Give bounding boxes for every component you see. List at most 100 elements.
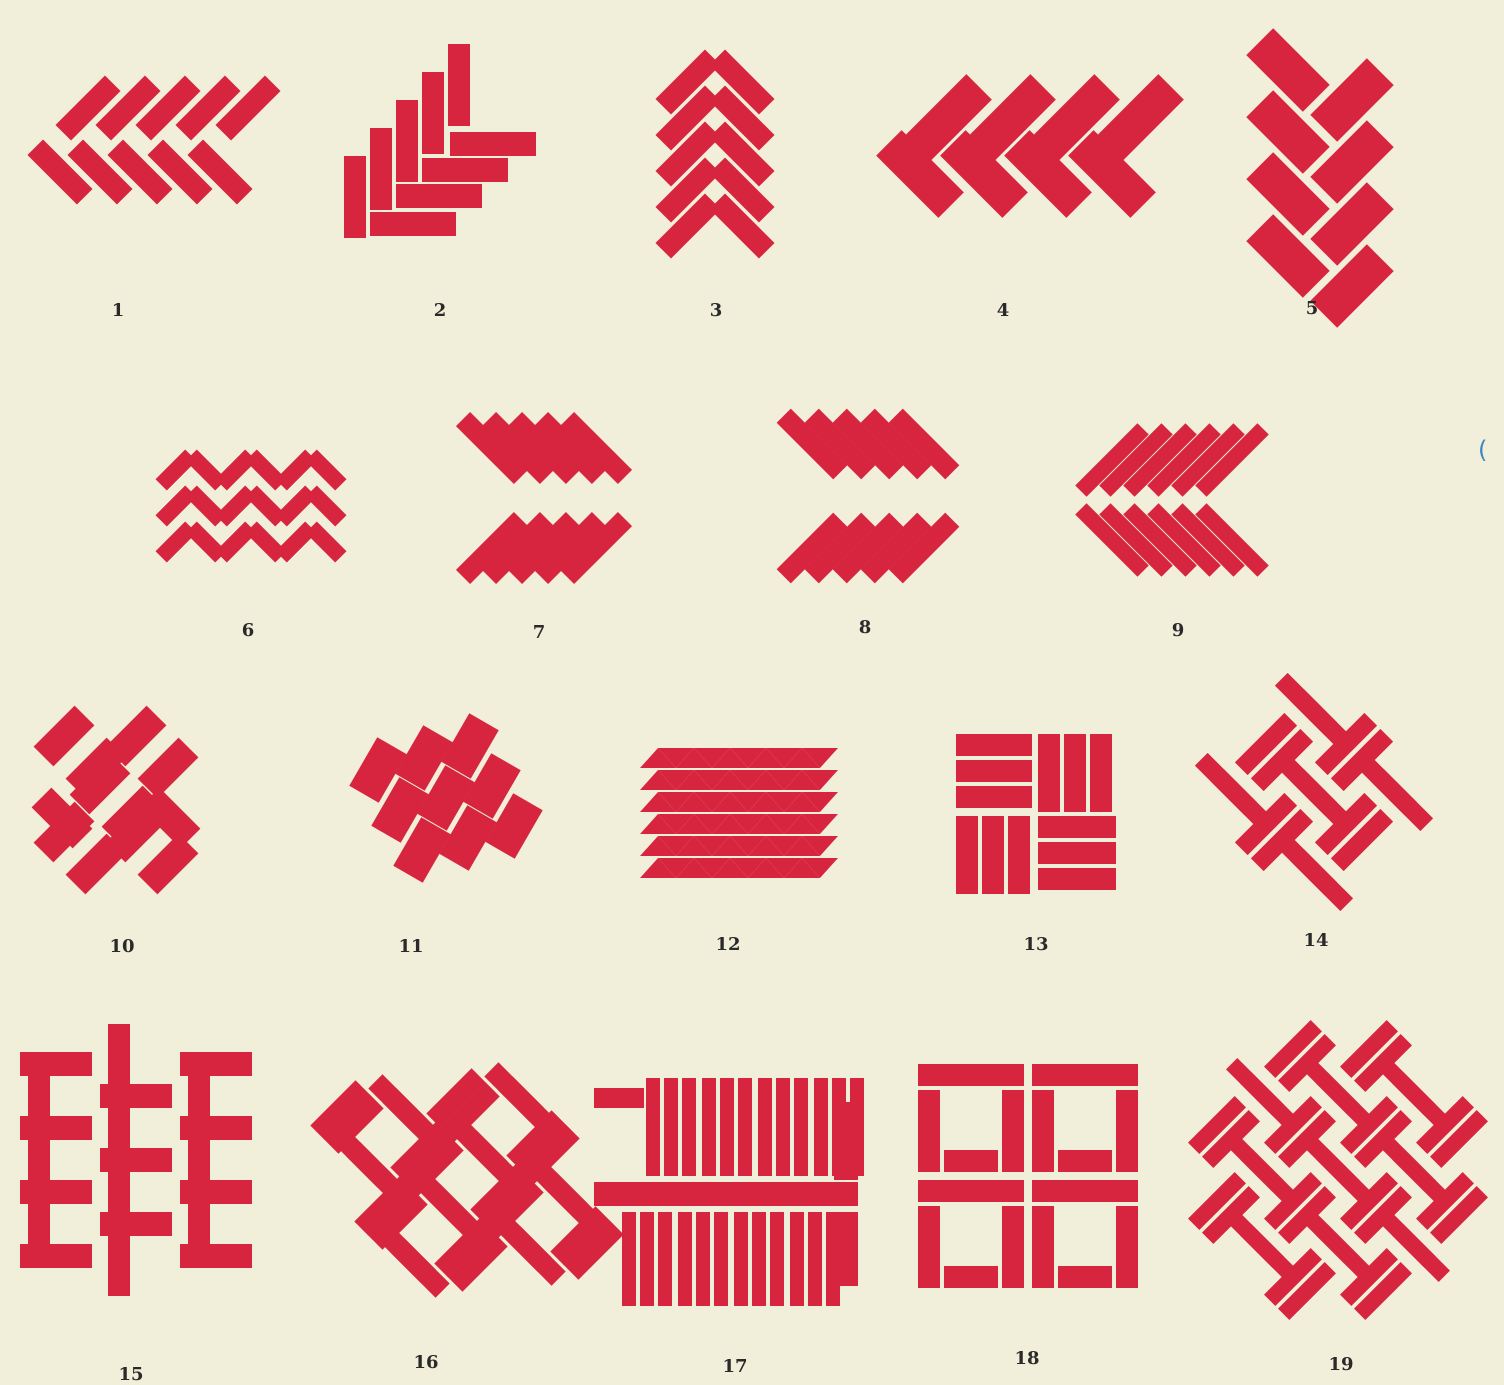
brick bbox=[1038, 734, 1060, 812]
brick bbox=[185, 485, 226, 526]
brick bbox=[734, 1212, 748, 1306]
brick bbox=[245, 521, 286, 562]
pattern-label-3: 3 bbox=[710, 300, 723, 321]
pattern-8 bbox=[777, 409, 960, 584]
brick bbox=[215, 485, 256, 526]
brick bbox=[1038, 868, 1116, 890]
pattern-label-5: 5 bbox=[1306, 298, 1319, 319]
edge-mark: ( bbox=[1478, 436, 1487, 464]
brick bbox=[1310, 182, 1393, 265]
pattern-label-1: 1 bbox=[112, 300, 125, 321]
brick bbox=[944, 1150, 998, 1172]
pattern-label-18: 18 bbox=[1014, 1348, 1039, 1369]
pattern-label-6: 6 bbox=[242, 620, 255, 641]
brick bbox=[1246, 152, 1329, 235]
brick bbox=[814, 1078, 828, 1176]
brick bbox=[1246, 214, 1329, 297]
brick bbox=[155, 449, 196, 490]
brick bbox=[1058, 1150, 1112, 1172]
brick bbox=[834, 1102, 858, 1180]
pattern-label-8: 8 bbox=[859, 617, 872, 638]
brick bbox=[944, 1266, 998, 1288]
brick bbox=[215, 449, 256, 490]
brick bbox=[918, 1090, 940, 1172]
brick bbox=[1038, 842, 1116, 864]
brick bbox=[714, 1212, 728, 1306]
brick bbox=[594, 1182, 858, 1206]
pattern-label-15: 15 bbox=[118, 1364, 143, 1385]
brick bbox=[180, 1244, 252, 1268]
brick bbox=[138, 834, 199, 895]
brick bbox=[682, 1078, 696, 1176]
pattern-label-13: 13 bbox=[1023, 934, 1048, 955]
brick bbox=[1090, 734, 1112, 812]
brick bbox=[982, 816, 1004, 894]
brick bbox=[1032, 1090, 1054, 1172]
brick bbox=[1310, 120, 1393, 203]
brick bbox=[1246, 90, 1329, 173]
brick bbox=[702, 1078, 716, 1176]
brick bbox=[918, 1180, 1024, 1202]
brick bbox=[794, 1078, 808, 1176]
brick bbox=[370, 212, 456, 236]
pattern-11 bbox=[349, 713, 542, 882]
pattern-6 bbox=[155, 449, 346, 562]
brick bbox=[640, 1212, 654, 1306]
brick bbox=[370, 128, 392, 210]
brick bbox=[956, 760, 1032, 782]
brick bbox=[108, 1216, 130, 1296]
pattern-5 bbox=[1246, 28, 1393, 327]
brick bbox=[396, 184, 482, 208]
brick bbox=[305, 449, 346, 490]
pattern-19 bbox=[1188, 1020, 1488, 1320]
pattern-label-2: 2 bbox=[434, 300, 447, 321]
brick bbox=[594, 1088, 644, 1108]
brick bbox=[155, 521, 196, 562]
brick bbox=[808, 1212, 822, 1306]
brick bbox=[1038, 816, 1116, 838]
brick bbox=[1116, 1090, 1138, 1172]
pattern-3 bbox=[655, 49, 774, 258]
brick bbox=[1002, 1090, 1024, 1172]
brick bbox=[790, 1212, 804, 1306]
pattern-label-11: 11 bbox=[398, 936, 423, 957]
brick bbox=[752, 1212, 766, 1306]
pattern-15 bbox=[20, 1024, 252, 1296]
brick bbox=[344, 156, 366, 238]
brick bbox=[1310, 58, 1393, 141]
brick bbox=[622, 1212, 636, 1306]
pattern-label-14: 14 bbox=[1303, 930, 1328, 951]
pattern-2 bbox=[344, 44, 536, 238]
brick bbox=[1064, 734, 1086, 812]
brick bbox=[770, 1212, 784, 1306]
brick bbox=[155, 485, 196, 526]
pattern-12 bbox=[640, 748, 838, 878]
brick bbox=[918, 1206, 940, 1288]
brick bbox=[185, 449, 226, 490]
brick bbox=[696, 1212, 710, 1306]
brick bbox=[664, 1078, 678, 1176]
pattern-label-10: 10 bbox=[109, 936, 134, 957]
brick bbox=[1032, 1064, 1138, 1086]
brick bbox=[956, 734, 1032, 756]
pattern-9 bbox=[1075, 423, 1269, 577]
brick bbox=[275, 521, 316, 562]
pattern-label-7: 7 bbox=[533, 622, 546, 643]
pattern-label-12: 12 bbox=[715, 934, 740, 955]
brick bbox=[422, 158, 508, 182]
pattern-label-4: 4 bbox=[997, 300, 1010, 321]
brick bbox=[305, 485, 346, 526]
pattern-13 bbox=[956, 734, 1116, 894]
brick bbox=[1002, 1206, 1024, 1288]
brick bbox=[1032, 1206, 1054, 1288]
pattern-label-19: 19 bbox=[1328, 1354, 1353, 1375]
pattern-label-16: 16 bbox=[413, 1352, 438, 1373]
brick bbox=[422, 72, 444, 154]
brick bbox=[1032, 1180, 1138, 1202]
brick bbox=[834, 1212, 858, 1286]
brick bbox=[658, 1212, 672, 1306]
brick bbox=[245, 449, 286, 490]
brick bbox=[20, 1244, 92, 1268]
brick bbox=[448, 44, 470, 126]
